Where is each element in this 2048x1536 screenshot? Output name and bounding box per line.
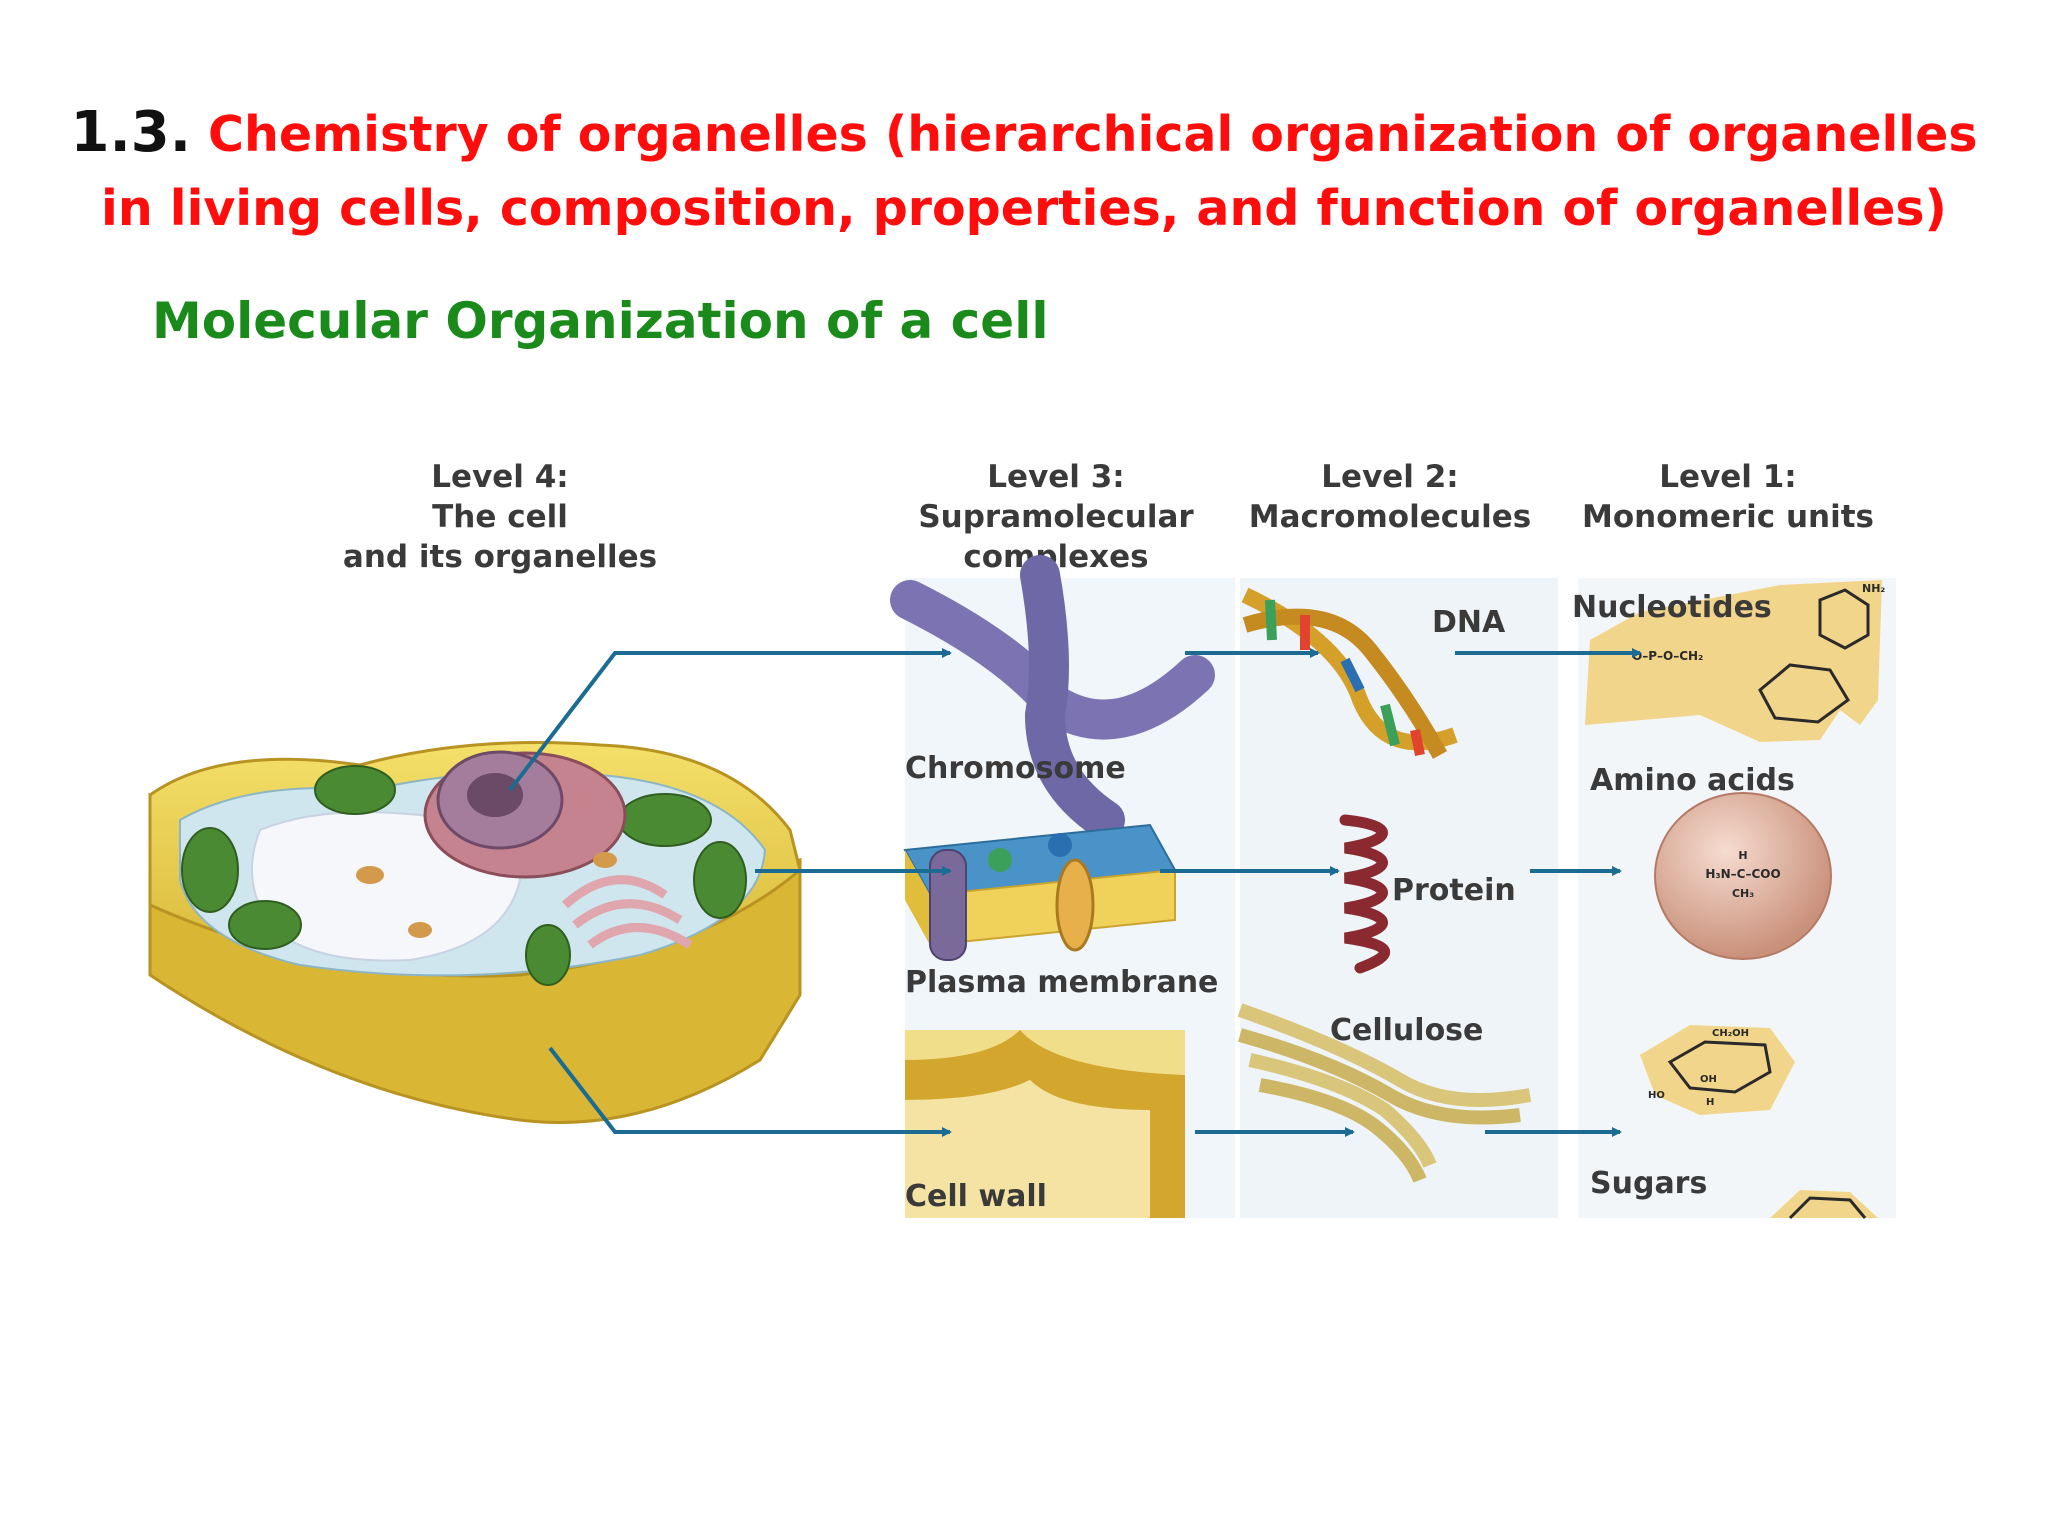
- level1-header: Level 1: Monomeric units: [1582, 459, 1874, 535]
- level4-line3: and its organelles: [343, 539, 657, 575]
- level1-line2: Monomeric units: [1582, 499, 1874, 535]
- cellulose-label: Cellulose: [1330, 1013, 1483, 1048]
- protein-label: Protein: [1392, 873, 1516, 908]
- slide-title: 1.3. Chemistry of organelles (hierarchic…: [0, 96, 2048, 246]
- level4-line1: Level 4:: [431, 459, 568, 495]
- h-text: H: [1706, 1097, 1714, 1108]
- title-line-2: in living cells, composition, properties…: [101, 180, 1947, 237]
- title-line-1: 1.3. Chemistry of organelles (hierarchic…: [0, 96, 2048, 172]
- aa-formula-text: H₃N–C–COO: [1705, 867, 1780, 881]
- cellulose-illustration: [1237, 1003, 1532, 1183]
- plasma-membrane-label: Plasma membrane: [905, 965, 1218, 1000]
- sugars-label: Sugars: [1590, 1166, 1707, 1201]
- aa-h-text: H: [1738, 849, 1747, 862]
- level2-line1: Level 2:: [1321, 459, 1458, 495]
- arrow-cell-to-chromosome: [508, 648, 952, 792]
- ho-text: HO: [1648, 1090, 1665, 1101]
- level1-line1: Level 1:: [1659, 459, 1796, 495]
- title-text-1: Chemistry of organelles (hierarchical or…: [208, 106, 1978, 163]
- level2-line2: Macromolecules: [1249, 499, 1532, 535]
- flow-arrows: [508, 648, 1642, 1137]
- level3-line2: Supramolecular: [918, 499, 1194, 535]
- oh-text: OH: [1700, 1074, 1717, 1085]
- plasma-membrane-illustration: [903, 823, 1177, 961]
- ch2oh-text: CH₂OH: [1712, 1028, 1749, 1039]
- level4-line2: The cell: [432, 499, 568, 535]
- level3-header: Level 3: Supramolecular complexes: [918, 459, 1194, 575]
- arrow-cell-to-cellwall: [548, 1046, 952, 1137]
- aa-ch3-text: CH₃: [1732, 887, 1754, 900]
- nucleotides-label: Nucleotides: [1572, 590, 1772, 625]
- phosphate-text: O–P–O–CH₂: [1632, 649, 1703, 663]
- level3-line1: Level 3:: [987, 459, 1124, 495]
- chromosome-label: Chromosome: [905, 751, 1126, 786]
- cell-wall-label: Cell wall: [905, 1179, 1047, 1214]
- sugar-illustration: CH₂OH OH HO H: [1640, 1025, 1878, 1220]
- slide-subtitle: Molecular Organization of a cell: [152, 292, 1049, 350]
- chromosome-illustration: [890, 555, 1215, 840]
- protein-illustration: [1339, 814, 1390, 974]
- cell-wall-illustration: [905, 1030, 1185, 1218]
- amino-acids-label: Amino acids: [1590, 763, 1795, 798]
- dna-label: DNA: [1432, 605, 1506, 640]
- dna-illustration: [1241, 587, 1458, 759]
- nucleotide-illustration: NH₂ O–P–O–CH₂: [1585, 580, 1885, 742]
- level4-header: Level 4: The cell and its organelles: [343, 459, 657, 575]
- section-number: 1.3.: [70, 100, 191, 165]
- level2-header: Level 2: Macromolecules: [1249, 459, 1532, 535]
- amino-acid-illustration: H H₃N–C–COO CH₃: [1654, 792, 1832, 960]
- nh2-text: NH₂: [1862, 582, 1885, 595]
- plant-cell-illustration: [148, 741, 802, 1124]
